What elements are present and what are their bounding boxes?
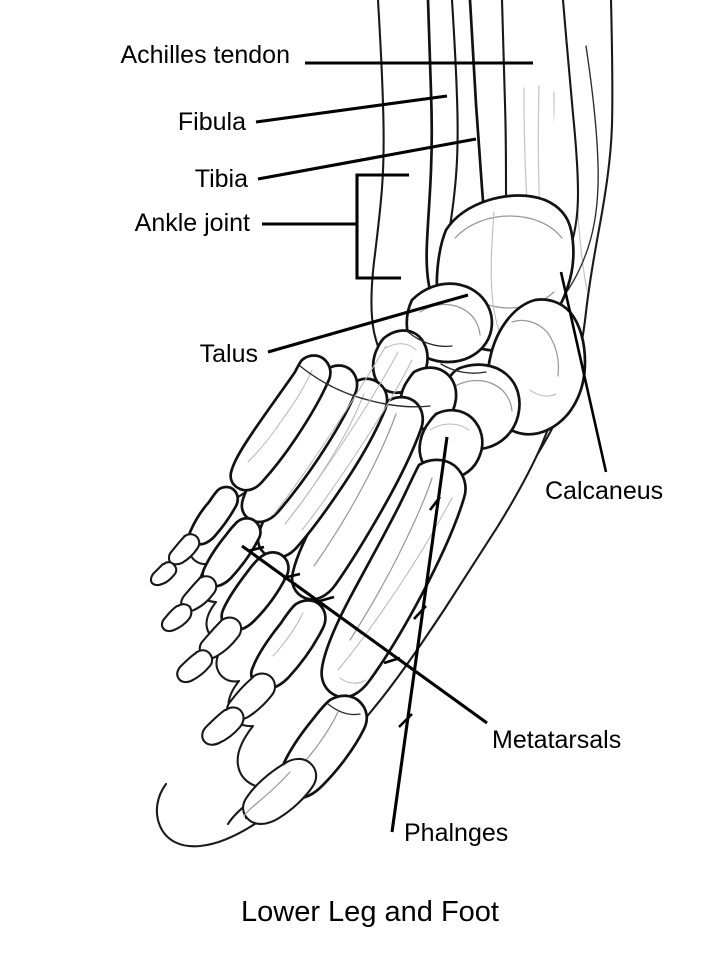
leader-tick-metatarsal-a: [282, 572, 301, 580]
label-metatarsals: Metatarsals: [492, 726, 621, 754]
metatarsals-group: [229, 354, 467, 699]
metatarsal-1: [320, 458, 467, 699]
leader-tick-metatarsal-c: [383, 656, 401, 665]
malleolus-inner-fold: [555, 45, 599, 307]
midfoot-bones-group: [371, 282, 521, 480]
label-ankle-joint: Ankle joint: [135, 209, 250, 237]
label-text-group: Achilles tendon Fibula Tibia Ankle joint…: [120, 41, 663, 847]
label-tibia: Tibia: [195, 165, 248, 193]
leader-metatarsals: [241, 544, 488, 725]
leader-calcaneus: [559, 271, 608, 473]
label-talus: Talus: [200, 340, 258, 368]
talus-dome-shading: [454, 215, 563, 239]
joint-detail-group: [273, 331, 487, 671]
tarsometatarsal-line: [299, 365, 431, 408]
label-phalnges: Phalnges: [404, 819, 508, 847]
cuboid-shading: [451, 379, 513, 412]
dorsal-tendon-1: [273, 345, 387, 515]
leader-tick-metatarsal-b: [315, 595, 335, 604]
distal-phalanx-1-shading: [243, 771, 291, 817]
dorsal-tendon-3: [301, 359, 413, 531]
leader-talus: [267, 293, 469, 354]
tarsal-joint-line-2: [440, 363, 487, 374]
proximal-phalanx-4: [201, 516, 262, 588]
metatarsal-5-shading: [247, 369, 313, 463]
leader-tibia: [257, 137, 477, 181]
proximal-phalanx-2-shading: [272, 612, 304, 657]
calcaneus-inner-line: [529, 389, 557, 397]
distal-phalanx-4: [160, 603, 193, 633]
middle-phalanx-5: [167, 533, 201, 566]
distal-phalanx-1: [242, 757, 318, 825]
leader-phalnges: [390, 436, 449, 833]
leg-medial-skin-outline: [370, 0, 400, 382]
leader-fibula: [255, 94, 448, 124]
distal-phalanx-5: [149, 561, 178, 587]
leader-tick-metatarsal-d: [247, 545, 265, 553]
ankle-joint-bracket: [355, 173, 409, 280]
tarsal-joint-line-1: [407, 331, 453, 348]
plantar-fascia-hint: [337, 497, 453, 671]
calcaneus-tuberosity-shading: [511, 319, 560, 377]
leader-tick-phalanx-b: [413, 605, 427, 620]
dorsal-tendon-2: [287, 351, 399, 521]
distal-phalanx-2: [201, 706, 245, 746]
lateral-cuneiform-shading: [429, 423, 470, 431]
metatarsal-1-head-shading: [339, 677, 367, 684]
leader-lines-group: [241, 61, 608, 833]
leader-tick-phalanx-a: [428, 496, 442, 511]
metatarsal-1-shading: [349, 477, 433, 641]
metatarsal-2-shading: [313, 413, 397, 567]
distal-phalanx-3: [176, 649, 214, 684]
label-fibula: Fibula: [178, 108, 246, 136]
proximal-phalanx-1-base-line: [327, 703, 361, 716]
distal-phalanges-group: [149, 561, 318, 825]
label-achilles-tendon: Achilles tendon: [120, 41, 290, 69]
medial-cuneiform-shading: [385, 343, 417, 351]
leader-tick-phalanx-c: [398, 713, 413, 728]
proximal-phalanx-5: [188, 485, 240, 546]
figure-caption: Lower Leg and Foot: [241, 896, 499, 928]
label-calcaneus: Calcaneus: [545, 477, 663, 505]
